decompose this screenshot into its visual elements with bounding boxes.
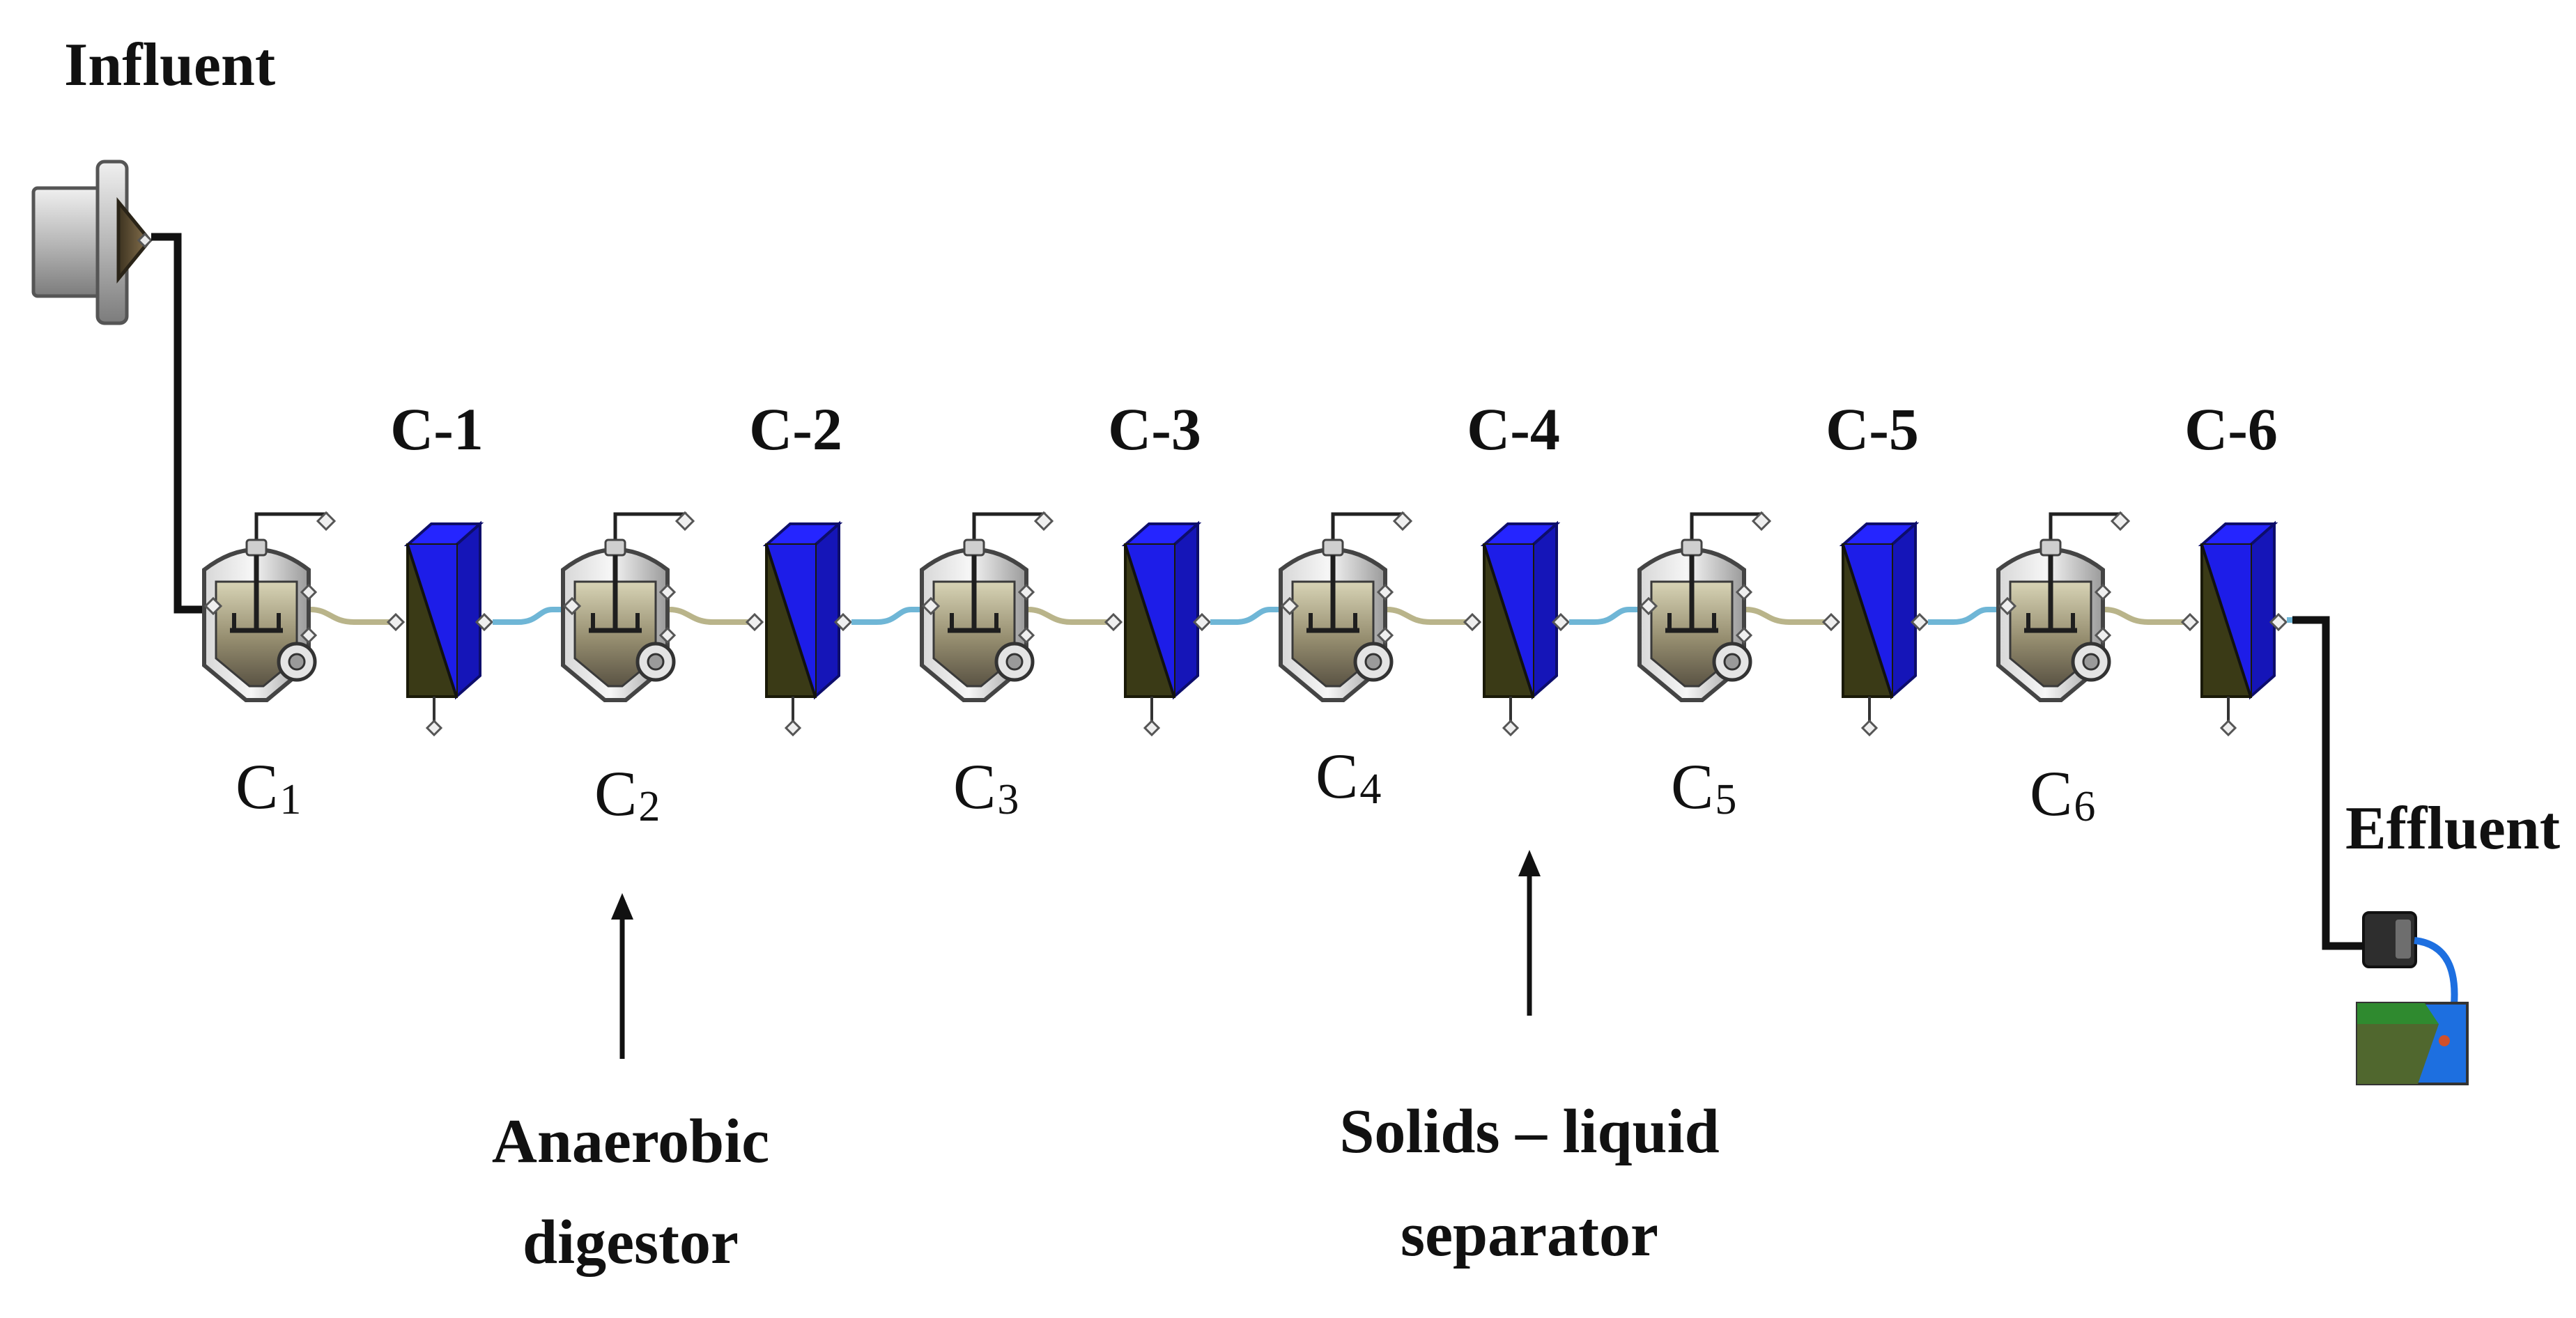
effluent-line (2292, 616, 2366, 950)
digestor-icon-2 (561, 511, 695, 702)
separator-label-4: C-4 (1467, 396, 1560, 463)
separator-icon-3 (1121, 520, 1212, 737)
digestor-icon-3 (920, 511, 1054, 702)
effluent-outfall-icon (2356, 1002, 2469, 1085)
digestor-label-6: C6 (2030, 758, 2095, 830)
influent-source-icon (31, 160, 153, 325)
digestor-label-sub-3: 3 (997, 776, 1019, 823)
effluent-discharge-pipe (2414, 937, 2458, 1018)
separator-label-5: C-5 (1826, 396, 1919, 463)
separator-icon-1 (403, 520, 494, 737)
separator-outlet-pipe-4 (1569, 607, 1640, 625)
digestor-icon-5 (1637, 511, 1772, 702)
digestor-label-4: C4 (1316, 741, 1381, 813)
separator-label-6: C-6 (2184, 396, 2278, 463)
digestor-label-sub-6: 6 (2074, 783, 2095, 830)
separator-icon-2 (762, 520, 853, 737)
digestor-outlet-pipe-3 (1028, 607, 1113, 625)
separator-annotation-line1: Solids – liquid (1339, 1097, 1719, 1166)
digestor-outlet-pipe-6 (2104, 607, 2190, 625)
digestor-icon-4 (1279, 511, 1413, 702)
separator-outlet-pipe-3 (1210, 607, 1281, 625)
digestor-icon-1 (202, 511, 337, 702)
influent-label: Influent (64, 31, 275, 99)
separator-annotation-arrow (1518, 850, 1541, 1016)
effluent-label: Effluent (2345, 795, 2560, 862)
digestor-annotation-arrow (611, 893, 633, 1059)
digestor-annotation-line1: Anaerobic (492, 1107, 769, 1176)
digestor-label-sub-5: 5 (1715, 776, 1736, 823)
digestor-label-sub-1: 1 (279, 776, 301, 823)
digestor-annotation-line2: digestor (523, 1208, 739, 1277)
separator-label-1: C-1 (390, 396, 484, 463)
separator-label-2: C-2 (749, 396, 842, 463)
digestor-icon-6 (1996, 511, 2131, 702)
separator-outlet-pipe-1 (493, 607, 564, 625)
separator-outlet-pipe-2 (851, 607, 923, 625)
separator-outlet-pipe-5 (1928, 607, 1999, 625)
separator-icon-4 (1480, 520, 1571, 737)
digestor-label-2: C2 (594, 758, 660, 830)
separator-icon-6 (2198, 520, 2288, 737)
digestor-label-5: C5 (1671, 751, 1736, 823)
digestor-outlet-pipe-2 (669, 607, 755, 625)
process-train: C-1C1 C-2C2 C-3C3 C-4C4 C-5C5 C-6C6 (202, 396, 2313, 830)
digestor-outlet-pipe-4 (1387, 607, 1472, 625)
digestor-label-sub-2: 2 (638, 783, 660, 830)
separator-label-3: C-3 (1108, 396, 1201, 463)
separator-annotation-line2: separator (1401, 1200, 1658, 1269)
digestor-label-1: C1 (236, 751, 301, 823)
digestor-outlet-pipe-5 (1745, 607, 1831, 625)
effluent-pump-icon (2362, 911, 2417, 968)
separator-icon-5 (1839, 520, 1929, 737)
digestor-label-sub-4: 4 (1359, 766, 1381, 813)
digestor-outlet-pipe-1 (310, 607, 396, 625)
digestor-label-3: C3 (953, 751, 1019, 823)
influent-line (151, 233, 223, 614)
